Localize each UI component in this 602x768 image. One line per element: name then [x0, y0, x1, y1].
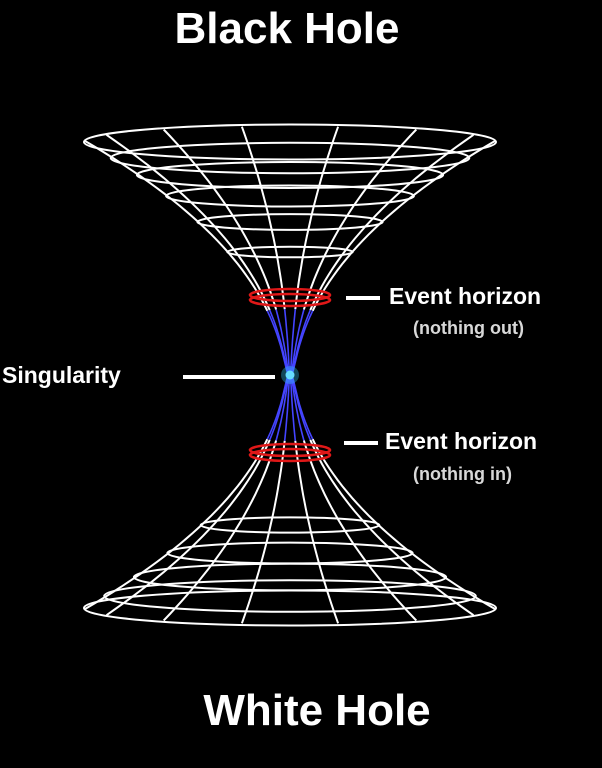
mesh-meridian: [105, 439, 271, 617]
mesh-meridian: [289, 375, 297, 441]
mesh-meridian: [309, 439, 475, 617]
mesh-meridian: [291, 310, 314, 376]
mesh-meridian: [289, 309, 297, 375]
event-horizon-bottom-sublabel: (nothing in): [413, 464, 512, 484]
mesh-meridian: [240, 126, 286, 310]
mesh-meridian: [294, 440, 340, 624]
mesh-ring: [83, 123, 497, 161]
event-horizon-bottom-pointer: [344, 441, 378, 445]
mesh-meridian: [309, 133, 475, 311]
event-horizon-top-label: Event horizon: [389, 283, 542, 309]
event-horizon-top-ring: [248, 292, 332, 308]
event-horizon-bottom-label: Event horizon: [385, 428, 538, 454]
mesh-meridian: [162, 128, 278, 310]
mesh-meridian: [290, 374, 305, 441]
mesh-meridian: [302, 128, 418, 310]
mesh-meridian: [240, 440, 286, 624]
mesh-meridian: [162, 440, 278, 622]
mesh-meridian: [105, 133, 271, 311]
mesh-meridian: [290, 309, 305, 376]
singularity-point: [281, 366, 299, 384]
mesh-meridian: [311, 139, 496, 312]
mesh-meridian: [275, 374, 290, 441]
singularity-label: Singularity: [2, 362, 121, 388]
mesh-ring: [103, 579, 477, 613]
mesh-ring: [135, 161, 445, 189]
event-horizon-top-pointer: [346, 296, 380, 300]
mesh-meridian: [302, 440, 418, 622]
event-horizon-top-sublabel: (nothing out): [413, 318, 524, 338]
mesh-meridian: [268, 374, 289, 441]
mesh-meridian: [294, 126, 340, 310]
mesh-meridian: [283, 309, 291, 375]
horizon-rings: [248, 287, 332, 463]
mesh-meridian: [268, 309, 289, 376]
mesh-ring: [166, 541, 414, 565]
mesh-ring: [83, 589, 497, 627]
mesh-meridian: [275, 309, 290, 376]
event-horizon-bottom-ring: [248, 442, 332, 458]
mesh-ring: [199, 516, 381, 534]
mesh-meridians: [84, 126, 496, 624]
singularity-pointer: [183, 375, 275, 379]
mesh-meridian: [84, 438, 269, 611]
white-hole-title: White Hole: [203, 686, 431, 735]
mesh-meridian: [266, 374, 289, 440]
mesh-meridian: [311, 438, 496, 611]
mesh-ring: [132, 562, 448, 592]
mesh-ring: [109, 141, 471, 175]
event-horizon-top-ring: [248, 287, 332, 303]
mesh-ring: [226, 245, 354, 259]
black-hole-title: Black Hole: [174, 4, 400, 53]
mesh-meridian: [84, 139, 269, 312]
event-horizon-bottom-ring: [248, 447, 332, 463]
mesh-meridian: [266, 310, 289, 376]
mesh-meridian: [283, 375, 291, 441]
mesh-ring: [196, 213, 384, 231]
mesh-meridian: [291, 374, 314, 440]
